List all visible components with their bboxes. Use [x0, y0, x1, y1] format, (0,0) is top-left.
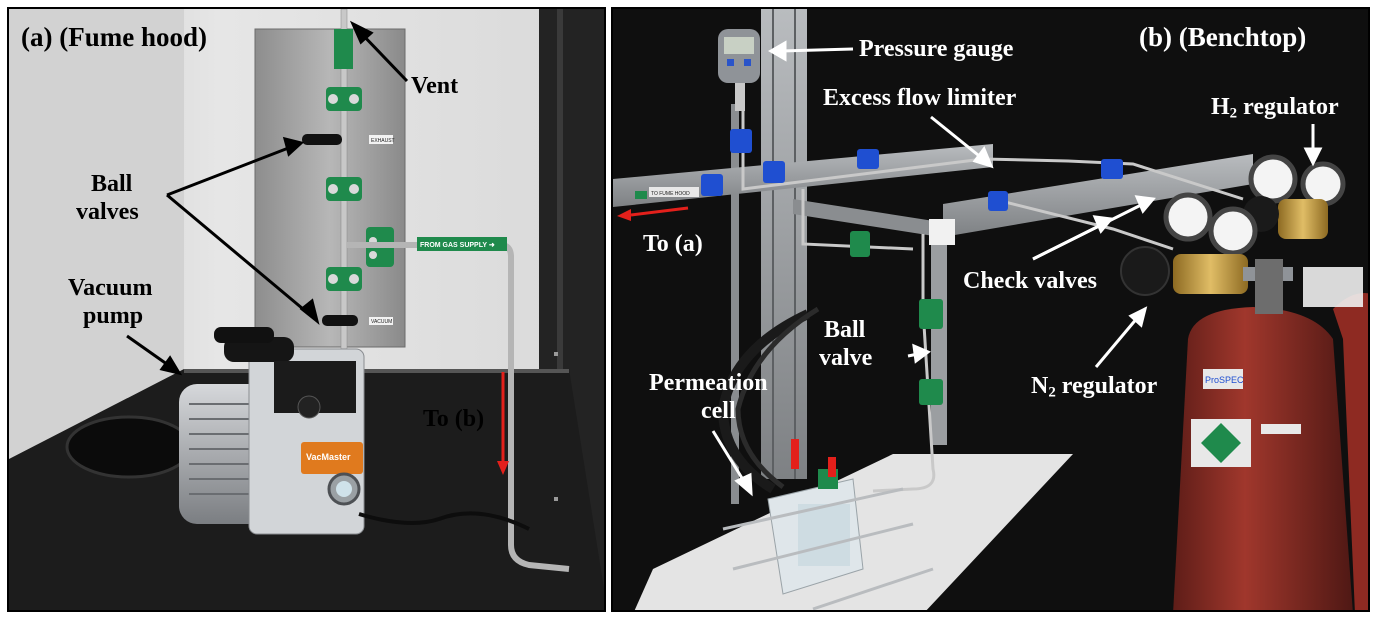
digital-pressure-gauge — [718, 29, 760, 111]
blue-clamps — [701, 129, 1123, 211]
panel-a-title: (a) (Fume hood) — [21, 22, 207, 52]
n2-regulator-label: N2 regulator — [1031, 373, 1158, 401]
ball-valves-label-line2: valves — [76, 199, 139, 225]
svg-text:FROM GAS SUPPLY ➜: FROM GAS SUPPLY ➜ — [420, 242, 495, 249]
vertical-strut-right — [931, 245, 947, 445]
ball-valve-handle-lower — [322, 315, 358, 326]
vertical-strut — [761, 9, 807, 479]
vacuum-tag: VACUUM — [371, 319, 392, 325]
tubing — [741, 104, 1244, 493]
permeation-cell-label-line1: Permeation — [649, 370, 768, 396]
vent-fitting — [334, 29, 353, 69]
h2-regulator-label: H2 regulator — [1211, 94, 1339, 122]
vacuum-pump-label-line2: pump — [83, 303, 144, 329]
check-valves-label: Check valves — [963, 268, 1097, 294]
benchtop-photo: TO FUME HOOD — [613, 9, 1368, 610]
excess-flow-limiter-label: Excess flow limiter — [823, 85, 1017, 111]
panel-a-fume-hood: EXHAUST VACUUM FROM GAS SUPPLY ➜ VacMast… — [7, 7, 606, 612]
permeation-cell — [722, 439, 934, 610]
floor-drain-hole — [65, 415, 193, 479]
to-a-label: To (a) — [643, 231, 703, 257]
cylinder-brand-label: ProSPEC — [1205, 375, 1244, 385]
vent-label: Vent — [411, 73, 459, 99]
vacuum-pump-label-line1: Vacuum — [68, 275, 153, 301]
annotation-arrows — [126, 20, 409, 376]
to-b-label: To (b) — [423, 406, 485, 432]
gas-cylinders: ProSPEC — [1173, 259, 1368, 610]
strut-end-cap — [929, 219, 955, 245]
exhaust-tag: EXHAUST — [371, 138, 395, 144]
ball-valve-label-line1: Ball — [824, 317, 866, 343]
n2-regulator — [1120, 192, 1293, 296]
panel-b-title: (b) (Benchtop) — [1139, 22, 1307, 52]
from-gas-supply-label — [417, 237, 507, 251]
ball-valve-handle-upper — [302, 134, 342, 145]
permeation-cell-label-line2: cell — [701, 398, 736, 424]
pump-brand-label: VacMaster — [306, 452, 351, 462]
fume-hood-photo: EXHAUST VACUUM FROM GAS SUPPLY ➜ VacMast… — [9, 9, 604, 610]
ball-valve-label-line2: valve — [819, 345, 873, 371]
horizontal-strut-right — [943, 154, 1253, 237]
to-a-red-arrow — [630, 206, 689, 217]
to-fume-hood-tag: TO FUME HOOD — [651, 191, 690, 197]
annotation-arrows-b — [711, 40, 1323, 497]
h2-regulator — [1243, 154, 1346, 239]
ball-valves-label-line1: Ball — [91, 171, 133, 197]
green-clamps-b — [635, 191, 943, 405]
vacuum-pump: VacMaster — [179, 327, 365, 535]
pressure-gauge-label: Pressure gauge — [859, 36, 1014, 62]
panel-b-benchtop: TO FUME HOOD — [611, 7, 1370, 612]
